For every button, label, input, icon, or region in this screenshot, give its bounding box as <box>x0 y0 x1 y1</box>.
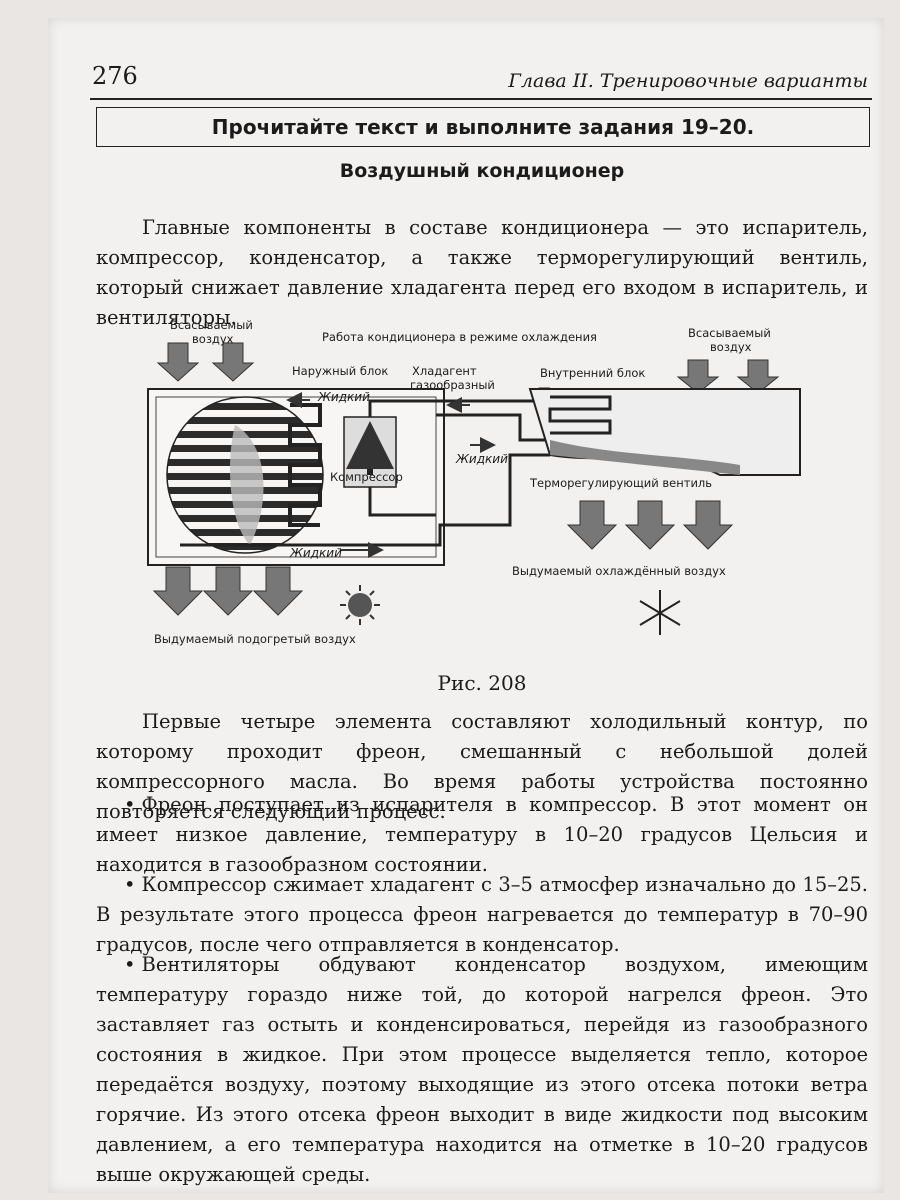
step-2-text: Компрессор сжимает хладагент с 3–5 атмос… <box>96 873 868 956</box>
label-liquid-mid: Жидкий <box>455 452 508 466</box>
aircon-diagram: Всасываемый воздух Работа кондиционера в… <box>140 305 830 665</box>
intake-arrows-left <box>156 342 255 382</box>
label-indoor-unit: Внутренний блок <box>540 366 645 380</box>
label-mode: Работа кондиционера в режиме охлаждения <box>322 330 597 344</box>
label-liquid-bottom: Жидкий <box>289 546 342 560</box>
task-box: Прочитайте текст и выполните задания 19–… <box>96 107 870 147</box>
cooled-air-arrows <box>566 500 734 550</box>
label-heated-air: Выдумаемый подогретый воздух <box>154 632 356 646</box>
header-rule <box>90 98 872 100</box>
condenser-coil <box>288 403 322 527</box>
label-intake-left-2: воздух <box>192 332 234 346</box>
diagram-svg: Всасываемый воздух Работа кондиционера в… <box>147 318 801 646</box>
page-number: 276 <box>92 62 138 90</box>
label-valve: Терморегулирующий вентиль <box>529 476 712 490</box>
heated-air-arrows <box>152 566 304 616</box>
label-intake-right-2: воздух <box>710 340 752 354</box>
intake-arrows-right <box>676 359 780 394</box>
bullet: • <box>124 873 136 896</box>
step-1-text: Фреон поступает из испарителя в компресс… <box>96 793 868 876</box>
paragraph-step-3: •Вентиляторы обдувают конденсатор воздух… <box>96 950 868 1190</box>
label-intake-left: Всасываемый <box>170 318 253 332</box>
paragraph-intro: Главные компоненты в составе кондиционер… <box>96 216 868 329</box>
section-title: Воздушный кондиционер <box>339 160 625 182</box>
label-liquid-top: Жидкий <box>317 390 370 404</box>
step-3-text: Вентиляторы обдувают конденсатор воздухо… <box>96 953 868 1186</box>
paragraph-step-1: •Фреон поступает из испарителя в компрес… <box>96 790 868 880</box>
bullet: • <box>124 793 136 816</box>
sun-icon <box>340 585 380 625</box>
indoor-fan-shape <box>550 440 740 475</box>
chapter-title: Глава II. Тренировочные варианты <box>508 70 868 92</box>
bullet: • <box>124 953 136 976</box>
page-header: 276 Глава II. Тренировочные варианты <box>92 62 868 98</box>
paragraph-step-2: •Компрессор сжимает хладагент с 3–5 атмо… <box>96 870 868 960</box>
task-text: Прочитайте текст и выполните задания 19–… <box>211 115 755 139</box>
label-gas: Хладагент <box>412 364 477 378</box>
label-compressor: Компрессор <box>330 470 403 484</box>
fan-blade <box>230 425 264 545</box>
snowflake-icon <box>639 590 681 635</box>
evaporator-coil <box>548 395 612 435</box>
label-intake-right: Всасываемый <box>688 326 771 340</box>
paragraph-circuit: Первые четыре элемента составляют холоди… <box>96 710 868 823</box>
label-outdoor-unit: Наружный блок <box>292 364 388 378</box>
figure-caption: Рис. 208 <box>437 671 527 695</box>
label-cooled-air: Выдумаемый охлаждённый воздух <box>512 564 726 578</box>
